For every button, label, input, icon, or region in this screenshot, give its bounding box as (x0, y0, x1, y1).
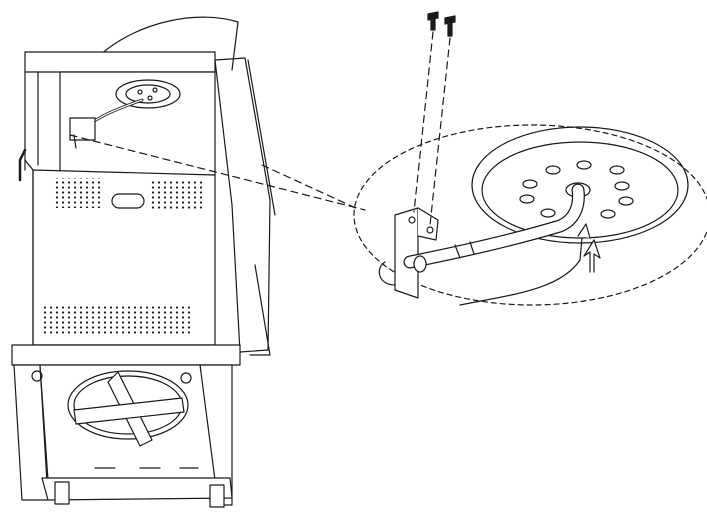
fan-opening-icon (67, 370, 189, 440)
base-rail (41, 477, 233, 501)
top-frame (24, 51, 216, 73)
side-frame-right (214, 57, 271, 353)
detail-callout-circle (353, 124, 707, 306)
ignitor-wire (459, 237, 583, 306)
lower-frame (11, 344, 241, 366)
handle-slot (111, 193, 145, 209)
mounting-bracket-icon (394, 207, 419, 299)
burner-disc-icon (471, 126, 689, 244)
lid-dome-outline (99, 16, 239, 71)
screw-path-lines (413, 31, 451, 226)
up-arrow-icon (583, 239, 601, 273)
burner-holes (519, 160, 634, 219)
caster-left-icon (54, 481, 70, 505)
callout-leader-lines (69, 134, 366, 211)
burner-plate-icon (115, 79, 181, 109)
grill-body-icon (11, 16, 276, 508)
caster-right-icon (209, 484, 225, 508)
screw-icon (427, 11, 456, 37)
burner-detail-callout-icon (353, 124, 707, 306)
